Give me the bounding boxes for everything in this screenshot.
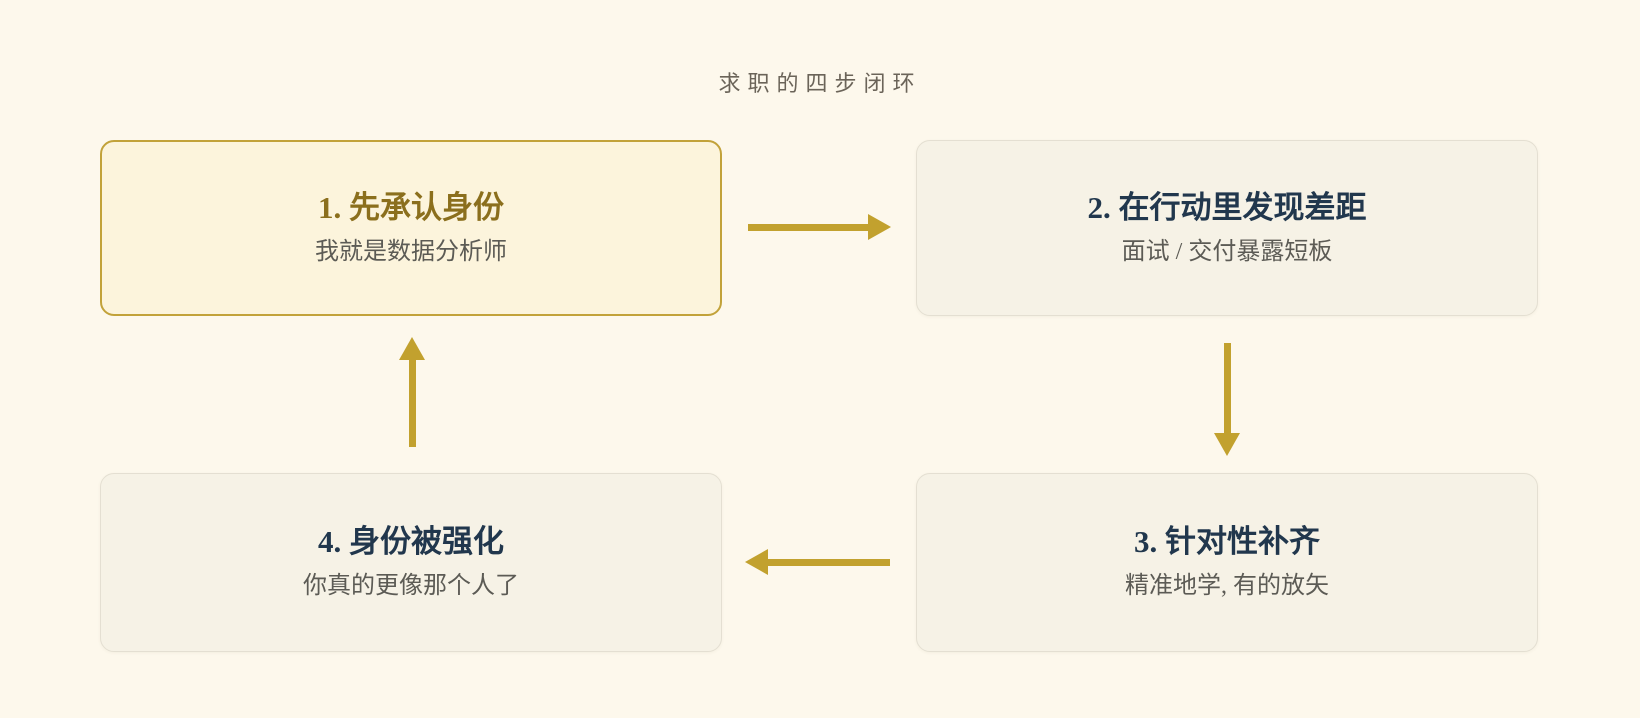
step-4-subtitle: 你真的更像那个人了 — [303, 573, 519, 600]
page-title: 求职的四步闭环 — [718, 71, 922, 96]
arrow-step4-to-step1 — [399, 337, 425, 447]
arrowhead-left-icon — [745, 549, 768, 575]
arrow-step3-to-step4 — [745, 549, 890, 575]
arrow-shaft — [408, 360, 416, 447]
step-3-title: 3. 针对性补齐 — [1134, 524, 1320, 560]
step-4-title: 4. 身份被强化 — [318, 524, 504, 560]
arrow-shaft — [1223, 343, 1231, 433]
arrow-step1-to-step2 — [748, 214, 891, 240]
arrow-step2-to-step3 — [1214, 343, 1240, 456]
step-1-title: 1. 先承认身份 — [318, 189, 504, 225]
step-1-subtitle: 我就是数据分析师 — [315, 238, 507, 265]
step-2-title: 2. 在行动里发现差距 — [1087, 189, 1367, 225]
step-box-4: 4. 身份被强化 你真的更像那个人了 — [100, 473, 722, 652]
arrowhead-down-icon — [1214, 433, 1240, 456]
step-box-1: 1. 先承认身份 我就是数据分析师 — [100, 140, 722, 316]
arrow-shaft — [768, 558, 890, 566]
arrowhead-up-icon — [399, 337, 425, 360]
arrowhead-right-icon — [868, 214, 891, 240]
step-box-3: 3. 针对性补齐 精准地学, 有的放矢 — [916, 473, 1538, 652]
step-3-subtitle: 精准地学, 有的放矢 — [1125, 573, 1329, 600]
step-2-subtitle: 面试 / 交付暴露短板 — [1121, 238, 1333, 265]
step-box-2: 2. 在行动里发现差距 面试 / 交付暴露短板 — [916, 140, 1538, 316]
arrow-shaft — [748, 223, 868, 231]
